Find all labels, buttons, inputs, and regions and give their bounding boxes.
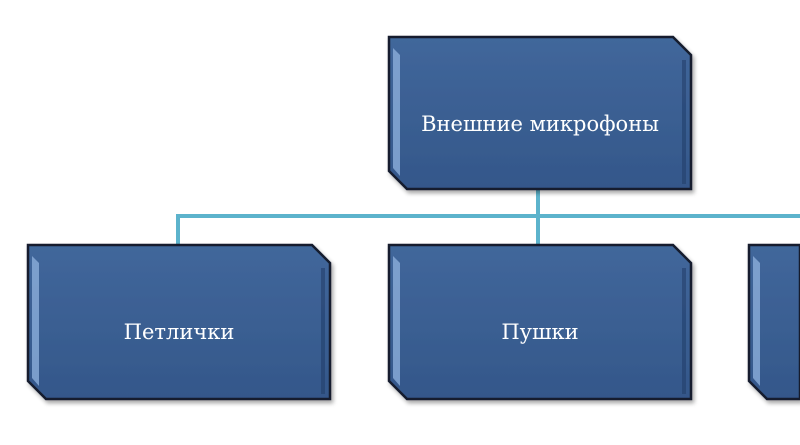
root-node-label: Внешние микрофоны xyxy=(421,112,659,136)
connectors xyxy=(176,190,800,246)
node-third-partial xyxy=(747,243,800,401)
child-node-label-petlichki: Петлички xyxy=(124,320,235,344)
child-node-label-pushki: Пушки xyxy=(501,320,578,344)
node-root: Внешние микрофоны xyxy=(387,35,693,191)
node-petlichki: Петлички xyxy=(26,243,332,401)
node-pushki: Пушки xyxy=(387,243,693,401)
